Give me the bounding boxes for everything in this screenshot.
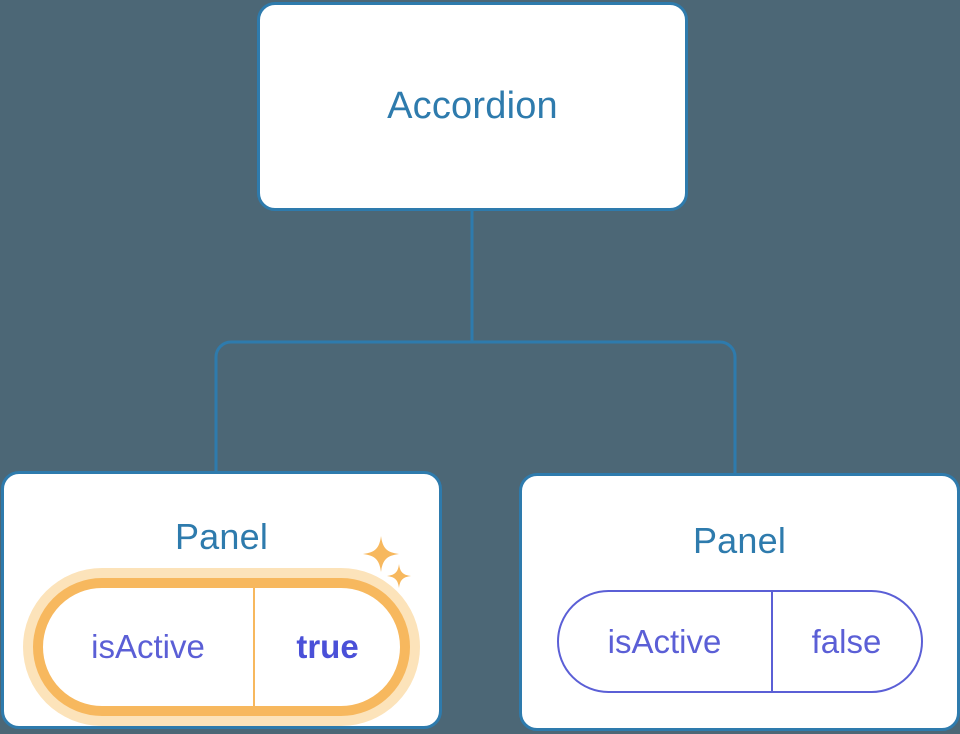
prop-pill-isactive-true[interactable]: isActive true: [33, 578, 410, 716]
connector-bus-left: [214, 340, 472, 472]
node-card-panel-active[interactable]: Panel isActive true: [1, 471, 442, 729]
panel-content-active: Panel isActive true: [4, 474, 439, 726]
prop-value-label: false: [811, 622, 882, 660]
node-title-panel-active: Panel: [174, 516, 269, 557]
prop-value-label: true: [296, 628, 359, 665]
sparkle-large-icon: [363, 536, 399, 572]
panel-content-inactive: Panel isActive false: [522, 476, 957, 728]
prop-key-label: isActive: [559, 592, 773, 691]
node-card-panel-inactive[interactable]: Panel isActive false: [519, 473, 960, 731]
sparkle-small-icon: [387, 564, 411, 588]
prop-pill-isactive-false[interactable]: isActive false: [556, 590, 923, 693]
node-title-accordion: Accordion: [387, 85, 558, 127]
connector-bus-right: [472, 340, 737, 474]
node-card-accordion[interactable]: Accordion: [257, 2, 688, 211]
node-title-panel-inactive: Panel: [692, 520, 787, 561]
prop-key-label: isActive: [43, 588, 255, 706]
